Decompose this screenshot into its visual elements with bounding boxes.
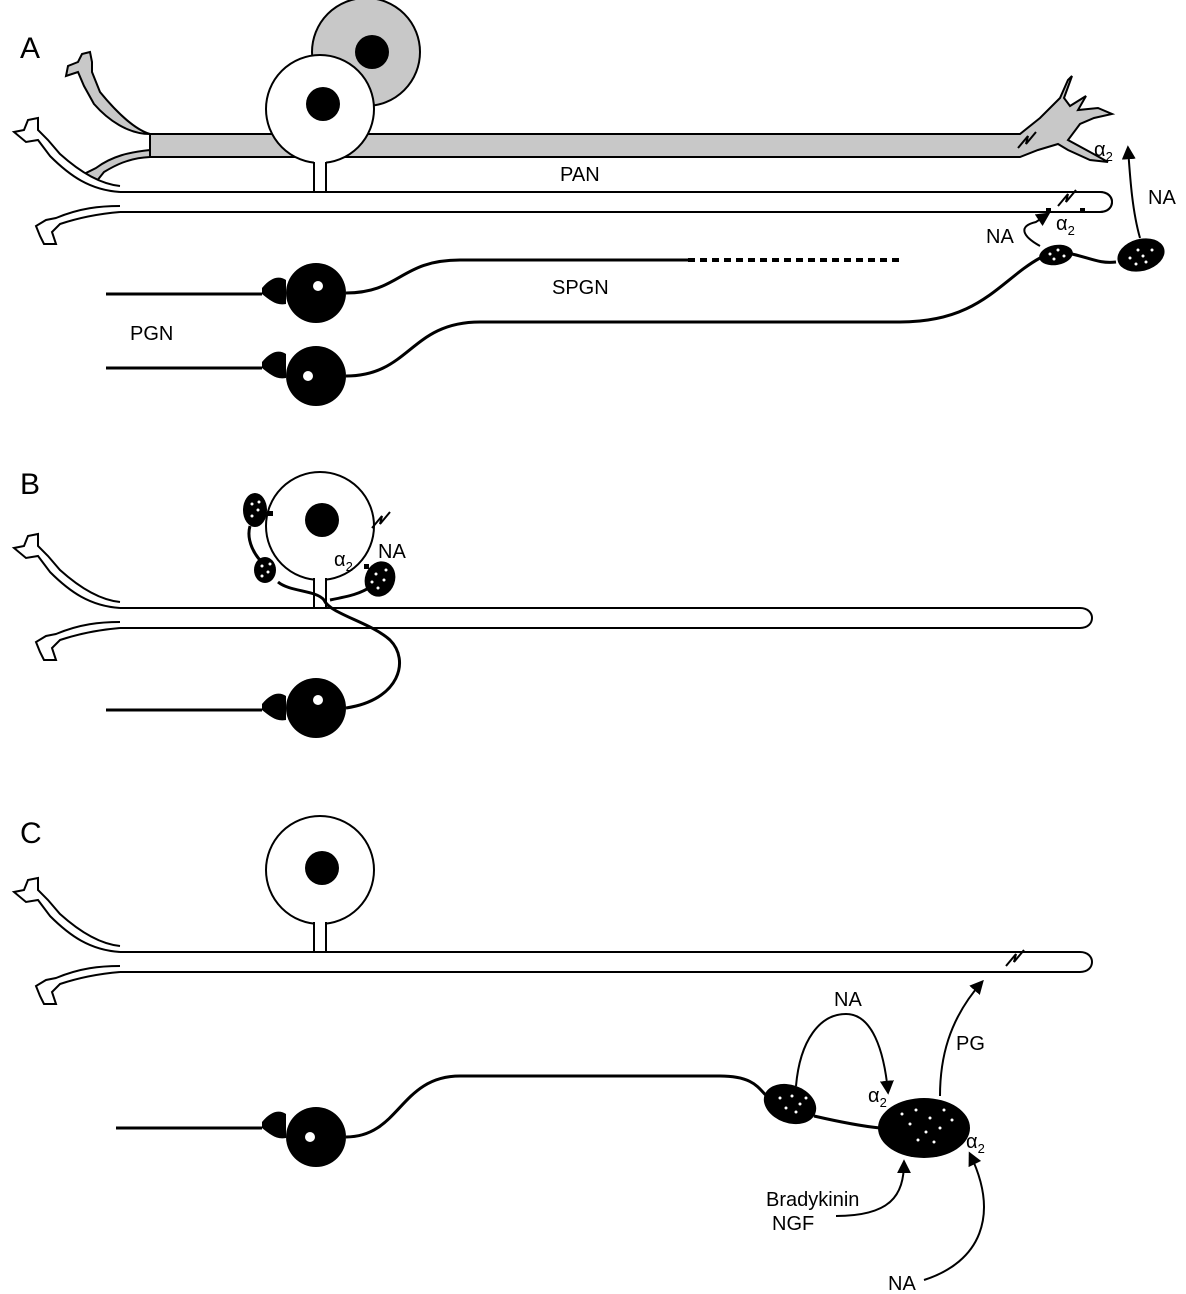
na-arrow-left [1024,214,1048,246]
pg-label: PG [956,1033,985,1055]
varicosity [360,557,401,601]
white-afferent-neuron-b [14,472,1092,660]
sympathetic-neuron-c [116,1076,970,1167]
synapse-terminal [262,278,286,305]
white-afferent-neuron-c [14,816,1092,1004]
gray-dendrite-upper [66,52,150,134]
alpha2-lower-label: α2 [1056,213,1075,238]
lightning-icon [372,512,390,528]
spgn-nucleus [313,695,323,705]
na-label: NA [378,541,406,563]
spgn-soma [286,1107,346,1167]
white-nucleus [305,503,339,537]
varicosity [1038,242,1075,268]
white-dendrite-lower [36,622,120,660]
na-top-label: NA [834,989,862,1011]
spgn-soma-upper [286,263,346,323]
alpha2-right-label: α2 [966,1131,985,1156]
varicosity-large [1114,233,1169,276]
white-dendrite-upper [14,118,120,192]
alpha2-receptor-marker [1046,208,1051,213]
white-dendrite-upper [14,878,120,952]
white-dendrite-lower [36,966,120,1004]
spgn-axon-lower [346,258,1040,376]
spgn-nucleus [305,1132,315,1142]
panel-a: A PAN [14,0,1176,406]
na-arrow-bottom [924,1154,984,1280]
na-arrow-right [1128,148,1140,238]
varicosity-large [878,1098,970,1158]
varicosity-link [814,1116,880,1128]
alpha2-top-label: α2 [868,1085,887,1110]
varicosity [243,493,267,527]
panel-b-letter: B [20,468,40,501]
alpha2-receptor-marker [1080,208,1085,213]
synapse-terminal [262,694,286,721]
white-nucleus [306,87,340,121]
varicosity [758,1077,822,1131]
pan-label: PAN [560,164,600,186]
spgn-axon [346,1076,770,1137]
na-bottom-label: NA [888,1273,916,1294]
panel-b: B [14,468,1092,738]
pgn-label: PGN [130,323,173,345]
alpha2-upper-label: α2 [1094,139,1113,164]
na-left-label: NA [986,226,1014,248]
white-nucleus [305,851,339,885]
spgn-soma-lower [286,346,346,406]
gray-afferent-neuron [66,0,1112,182]
na-arrow-top [796,1014,888,1092]
spgn-axon-upper [346,260,688,293]
white-dendrite-upper [14,534,120,608]
axon-fill [120,193,1100,211]
panel-c-letter: C [20,817,42,850]
sympathetic-neurons-a [106,233,1168,406]
panel-c: C [14,816,1092,1294]
stem-fill [314,158,326,192]
na-right-label: NA [1148,187,1176,209]
ngf-label: NGF [772,1213,814,1235]
spgn-label: SPGN [552,277,609,299]
varicosity [254,557,276,583]
synapse-terminal [262,1112,286,1139]
varicosity-link [1072,254,1116,262]
bradykinin-label: Bradykinin [766,1189,859,1211]
synapse-terminal [262,352,286,379]
spgn-soma [286,678,346,738]
panel-a-letter: A [20,32,40,65]
spgn-nucleus-upper [313,281,323,291]
spgn-nucleus-lower [303,371,313,381]
white-dendrite-lower [36,206,120,244]
gray-nucleus [355,35,389,69]
